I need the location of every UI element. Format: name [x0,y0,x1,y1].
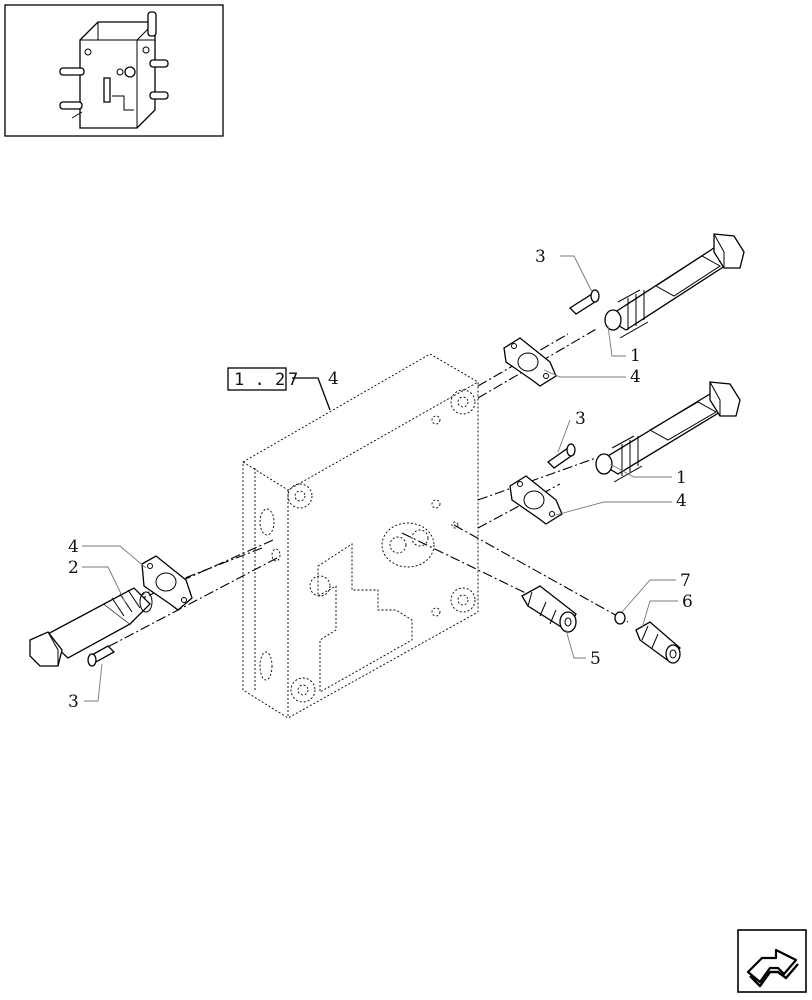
callout-labels: 3 1 4 3 1 4 7 6 5 4 2 3 4 [68,247,693,712]
callout-4-upper: 4 [630,367,641,387]
screw-left [87,645,116,667]
callout-3-left: 3 [68,692,79,712]
callout-3-upper: 3 [535,247,546,267]
o-ring [614,611,626,625]
reference-link[interactable]: 1 . 2 7 [227,367,298,391]
overview-thumbnail [4,4,224,137]
callout-4-left: 4 [68,537,79,557]
screw-middle [546,443,576,469]
pressure-sensor [521,585,577,633]
next-page-button[interactable] [737,929,807,993]
solenoid-valve-left [29,587,153,667]
fitting [635,621,681,664]
callout-2: 2 [68,558,79,578]
reference-box[interactable] [227,367,287,391]
gasket-left [141,555,193,611]
gasket-middle [509,475,563,525]
thumbnail-frame [4,4,224,137]
callout-4-middle: 4 [676,491,687,511]
screw-upper [568,289,600,315]
callout-7: 7 [680,571,691,591]
solenoid-valve-upper [604,233,745,339]
solenoid-valve-middle [595,381,741,483]
leader-lines [82,255,678,702]
callout-4-block: 4 [328,369,339,389]
callout-6: 6 [682,592,693,612]
reference-box-text: 1 . 2 [234,370,285,390]
valve-block [242,353,479,719]
thumbnail-valve-block [59,11,169,129]
callout-5: 5 [590,649,601,669]
gasket-upper [503,337,557,387]
next-page-arrow-icon [746,948,799,988]
reference-suffix: 7 [288,370,298,390]
callout-3-middle: 3 [575,409,586,429]
callout-1-middle: 1 [676,468,687,488]
next-page-frame[interactable] [737,929,807,993]
callout-1-upper: 1 [630,346,641,366]
